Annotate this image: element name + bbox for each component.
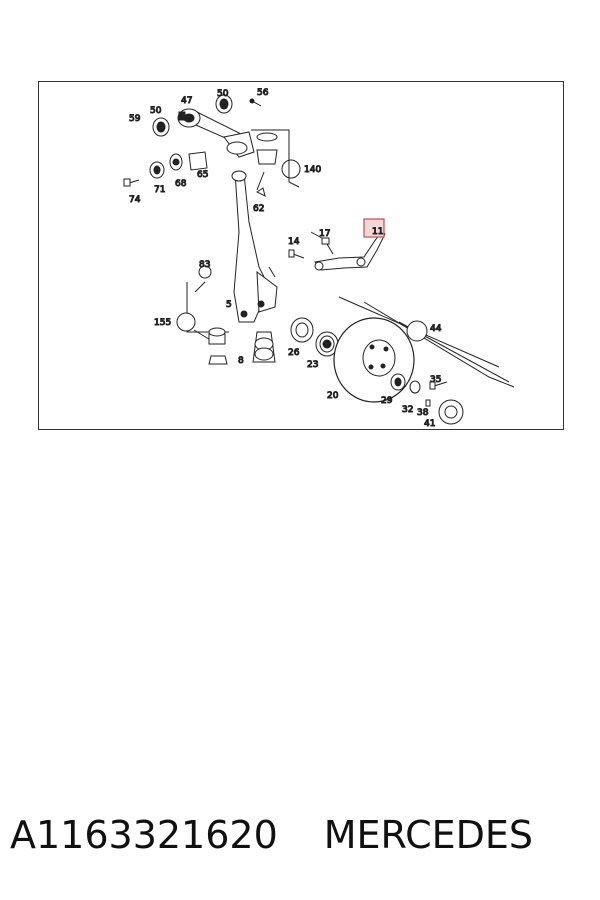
callout-17: 17 (319, 229, 330, 239)
callout-11-highlight (363, 218, 385, 238)
callout-140: 140 (304, 165, 321, 175)
part-caption: A1163321620 MERCEDES (10, 800, 590, 870)
callout-50a: 50 (150, 106, 162, 116)
steering-knuckle (231, 170, 278, 323)
callout-38: 38 (417, 408, 429, 418)
callout-23: 23 (307, 360, 318, 370)
upper-bushings (123, 94, 301, 197)
part-number: A1163321620 (10, 813, 278, 857)
callout-41: 41 (424, 419, 435, 429)
callout-65: 65 (197, 170, 208, 180)
callout-47: 47 (181, 96, 192, 106)
callout-44: 44 (430, 324, 442, 334)
callout-labels: 59 50 47 50 56 71 68 65 74 140 62 14 17 … (129, 88, 443, 430)
steering-arm (288, 231, 386, 271)
callout-20: 20 (327, 391, 339, 401)
callout-5: 5 (226, 300, 232, 310)
callout-74: 74 (129, 195, 141, 205)
exploded-parts-diagram: 59 50 47 50 56 71 68 65 74 140 62 14 17 … (123, 88, 515, 430)
callout-29: 29 (381, 396, 393, 406)
callout-56: 56 (257, 88, 269, 98)
lower-ball-joint (176, 265, 276, 365)
callout-83: 83 (199, 260, 210, 270)
callout-11: 11 (372, 227, 383, 237)
callout-68: 68 (175, 179, 187, 189)
callout-35: 35 (430, 375, 441, 385)
callout-59: 59 (129, 114, 141, 124)
callout-155: 155 (154, 318, 171, 328)
callout-26: 26 (288, 348, 300, 358)
callout-62: 62 (253, 204, 264, 214)
wheel-hub-assembly (290, 317, 464, 425)
diagram-frame: 59 50 47 50 56 71 68 65 74 140 62 14 17 … (38, 81, 564, 430)
callout-32: 32 (402, 405, 413, 415)
callout-14: 14 (288, 237, 300, 247)
upper-control-arm (177, 108, 255, 158)
callout-8: 8 (238, 356, 244, 366)
callout-71: 71 (154, 185, 165, 195)
callout-50b: 50 (217, 89, 229, 99)
brand-name: MERCEDES (323, 813, 534, 857)
